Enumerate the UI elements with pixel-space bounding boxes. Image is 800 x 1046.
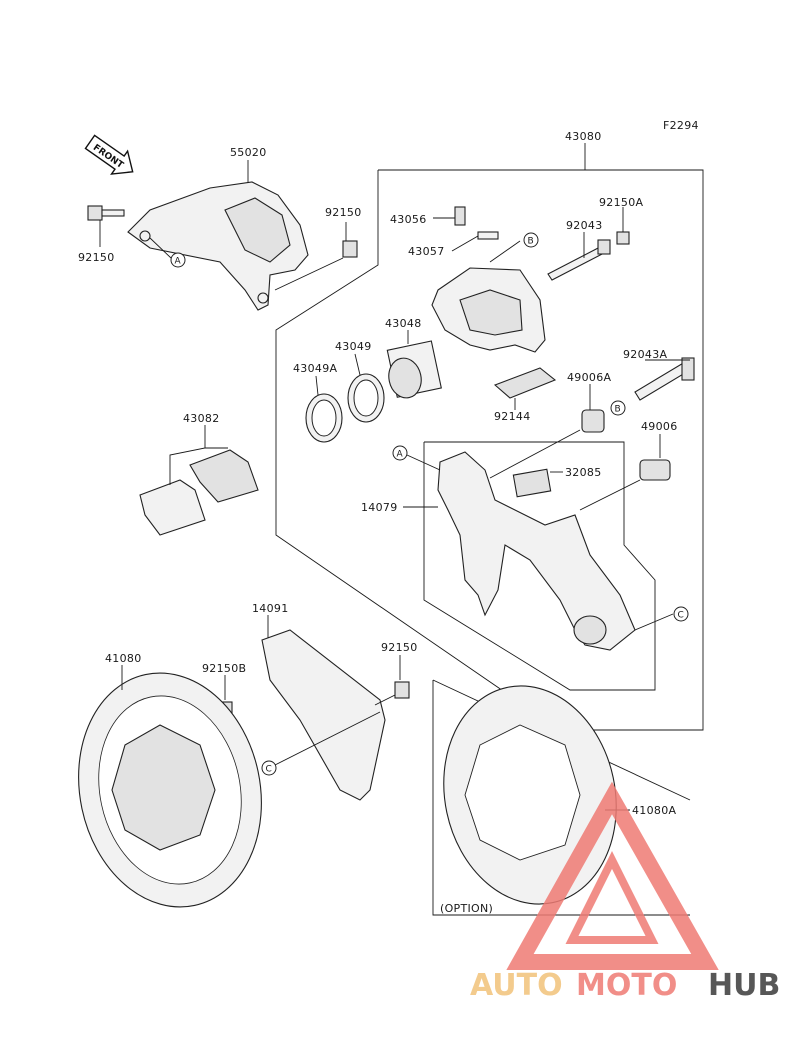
label-92144: 92144 [494, 410, 531, 423]
label-43082: 43082 [183, 412, 220, 425]
piston-part [386, 340, 442, 399]
label-92150-left: 92150 [78, 251, 115, 264]
logo-text-hub: HUB [708, 968, 780, 1003]
label-43048: 43048 [385, 317, 422, 330]
ref-circle-b-top: B [523, 232, 539, 248]
brake-pads-part [139, 449, 259, 536]
automotohub-logo: AUTO MOTO HUB [470, 781, 780, 1003]
label-43056: 43056 [390, 213, 427, 226]
disc-cover-part [261, 629, 386, 801]
label-92150-mid: 92150 [325, 206, 362, 219]
label-43057: 43057 [408, 245, 445, 258]
pin-92043 [547, 239, 611, 281]
collar-49006 [639, 459, 671, 481]
label-92150a: 92150A [599, 196, 643, 209]
pad-spring-part [493, 367, 557, 399]
label-43049a: 43049A [293, 362, 337, 375]
caliper-body-part [431, 267, 546, 353]
svg-text:B: B [528, 237, 534, 247]
svg-text:C: C [266, 765, 272, 775]
label-41080a: 41080A [632, 804, 676, 817]
ref-circle-c-right: C [673, 606, 689, 622]
logo-text-auto: AUTO [470, 968, 563, 1003]
front-arrow-icon: FRONT [84, 134, 134, 175]
label-14079: 14079 [361, 501, 398, 514]
svg-text:A: A [175, 257, 182, 267]
label-92150b: 92150B [202, 662, 246, 675]
boot-49006a [581, 409, 605, 433]
diagram-code: F2294 [663, 119, 699, 132]
bolt-92150-lower [394, 681, 410, 699]
caliper-bracket-part [437, 451, 636, 651]
brake-disc-41080a [443, 685, 617, 905]
label-14091: 14091 [252, 602, 289, 615]
disc-guard-part [127, 181, 309, 311]
ref-circle-b-mid: B [610, 400, 626, 416]
label-55020: 55020 [230, 146, 267, 159]
bleeder-valve-part [433, 206, 466, 226]
pin-92043a [634, 357, 695, 401]
label-49006a: 49006A [567, 371, 611, 384]
label-92150-lower: 92150 [381, 641, 418, 654]
brake-disc-41080 [78, 672, 262, 908]
bolt-92150-mid [274, 240, 358, 291]
logo-text-moto: MOTO [576, 968, 677, 1003]
label-92043a: 92043A [623, 348, 667, 361]
pad-spring-32085 [512, 468, 552, 498]
label-32085: 32085 [565, 466, 602, 479]
svg-text:C: C [678, 611, 684, 621]
label-92043: 92043 [566, 219, 603, 232]
option-label: (OPTION) [440, 902, 493, 915]
svg-text:A: A [397, 450, 404, 460]
caliper-assembly-outline [275, 169, 704, 731]
label-41080: 41080 [105, 652, 142, 665]
label-43080: 43080 [565, 130, 602, 143]
svg-text:B: B [615, 405, 621, 415]
ref-circle-a-mid: A [392, 445, 441, 471]
ref-circle-a-top: A [149, 237, 186, 268]
label-43049: 43049 [335, 340, 372, 353]
plug-92150a [616, 231, 630, 245]
ref-circle-c-left: C [261, 760, 277, 776]
bolt-92150-left [87, 205, 125, 221]
label-49006: 49006 [641, 420, 678, 433]
bleeder-cap-part [451, 231, 499, 252]
option-outline [432, 680, 690, 916]
bracket-outline [423, 441, 656, 691]
